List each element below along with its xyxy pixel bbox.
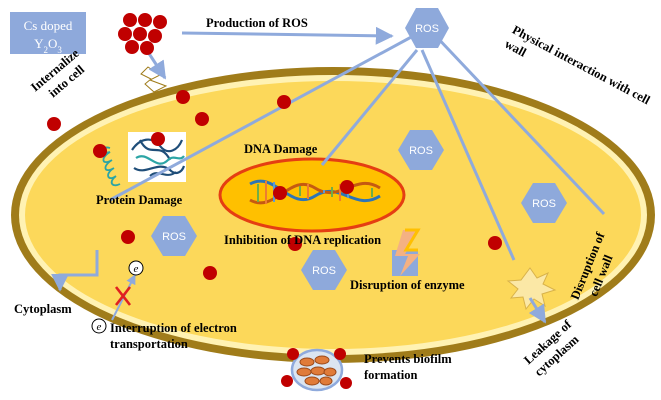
svg-text:ROS: ROS (162, 231, 186, 243)
ros-connection-lines (109, 33, 516, 261)
electron-icon-outer: e (91, 318, 107, 334)
label-dna-damage: DNA Damage (244, 142, 318, 156)
production-ros-arrow (181, 26, 394, 45)
nanoparticle-label-line1: Cs doped (24, 18, 73, 33)
physical-interaction-line (430, 30, 606, 216)
cytoplasm-arrow (51, 250, 99, 292)
label-interruption-line2: transportation (110, 337, 188, 351)
electron-icon-inner: e (128, 260, 144, 276)
internalize-arrow (146, 51, 167, 80)
nanoparticle-label-line2: Y2O3 (34, 36, 62, 55)
label-protein-damage: Protein Damage (96, 193, 183, 207)
nucleoid (218, 157, 406, 233)
wall-burst-icon (506, 267, 557, 311)
electron-label-inner: e (134, 263, 139, 275)
label-disruption-enzyme: Disruption of enzyme (350, 278, 465, 292)
ros-hexagon-top: ROS (405, 8, 449, 48)
label-production-of-ros: Production of ROS (206, 16, 308, 30)
ros-hexagon-right: ROS (521, 183, 567, 223)
ros-hexagon-left: ROS (151, 216, 197, 256)
label-physical-line1: Physical interaction with cell (510, 23, 653, 108)
nanoparticle-dots (47, 90, 502, 280)
label-inhibition-dna: Inhibition of DNA replication (224, 233, 381, 247)
leakage-arrow (528, 297, 547, 324)
blocked-transport-icon (114, 286, 132, 306)
svg-text:ROS: ROS (532, 198, 556, 210)
unfolded-protein-icon (101, 146, 121, 187)
biofilm-icon (281, 348, 352, 392)
nanoparticle-box: Cs doped Y2O3 (10, 12, 86, 55)
enzyme-icon (392, 228, 421, 276)
wall-breach-icon (140, 66, 168, 93)
svg-text:ROS: ROS (415, 23, 439, 35)
label-interruption-line1: Interruption of electron (110, 321, 237, 335)
electron-label-outer: e (97, 321, 102, 333)
ros-hexagon-bottom: ROS (301, 250, 347, 290)
svg-text:ROS: ROS (409, 145, 433, 157)
ros-hexagon-center-right: ROS (398, 130, 444, 170)
svg-text:ROS: ROS (312, 265, 336, 277)
label-cytoplasm: Cytoplasm (14, 302, 72, 316)
label-biofilm-line1: Prevents biofilm (364, 352, 452, 366)
nanoparticle-cluster (118, 13, 167, 55)
label-biofilm-line2: formation (364, 368, 418, 382)
